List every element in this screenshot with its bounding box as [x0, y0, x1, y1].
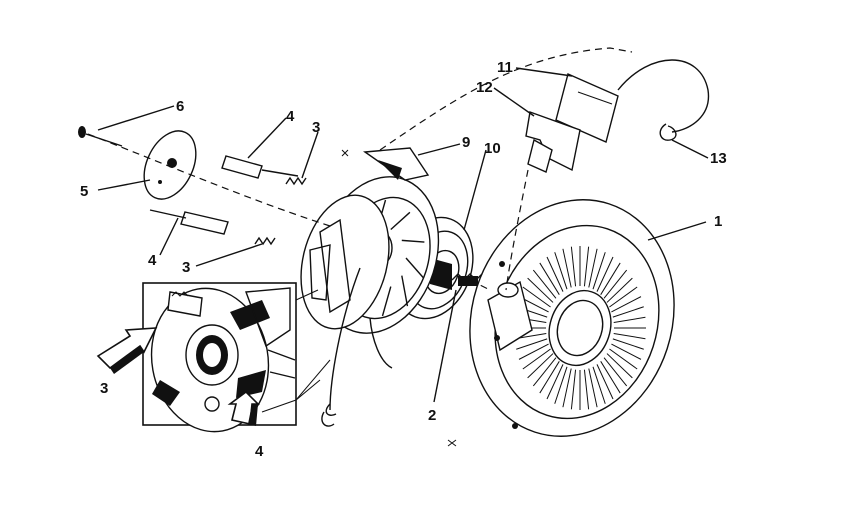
housing-fin [600, 361, 621, 394]
label-13: 13 [710, 150, 727, 167]
housing-fin [522, 286, 551, 308]
housing-fin [539, 361, 560, 394]
housing-fin [609, 348, 638, 370]
housing-fin [527, 353, 554, 379]
label-9: 9 [462, 134, 470, 151]
housing-fin [532, 357, 557, 387]
housing-fin [613, 332, 646, 340]
housing-fin [613, 316, 646, 324]
housing-fin [606, 353, 633, 379]
housing-fin [516, 338, 548, 350]
housing-fin [562, 368, 572, 408]
housing-fin [539, 262, 560, 295]
housing-fin [596, 256, 614, 292]
housing-fin [612, 338, 644, 350]
housing-fin [527, 277, 554, 303]
housing-fin [554, 366, 568, 404]
housing-fin [522, 348, 551, 370]
washer-plate [143, 130, 197, 200]
cup-tooth [381, 286, 392, 317]
housing-fin [518, 343, 549, 360]
pawl-upper [221, 155, 299, 179]
housing-fin [612, 306, 644, 318]
label-10: 10 [484, 140, 501, 157]
leader-lines [97, 67, 709, 447]
pawl-lower [149, 209, 229, 235]
housing-fin [611, 296, 642, 313]
cup-tooth [405, 257, 424, 279]
housing-fin [611, 343, 642, 360]
starter-housing [469, 199, 675, 437]
pawl-spring-upper [285, 176, 307, 186]
housing-fin [588, 248, 598, 288]
housing-fin [603, 357, 628, 387]
housing-fin [546, 256, 564, 292]
cup-tooth [390, 211, 411, 230]
label-1: 1 [714, 213, 722, 230]
housing-fin [592, 252, 606, 290]
blower-plate [300, 194, 390, 330]
label-3-lower: 3 [182, 259, 190, 276]
housing-fin [532, 269, 557, 299]
housing-fin [596, 364, 614, 400]
label-4-lower: 4 [148, 252, 157, 269]
label-6: 6 [176, 98, 184, 115]
housing-fin [588, 368, 598, 408]
center-screw-spring [451, 273, 483, 286]
callout-labels: 1 2 3 3 3 4 4 4 5 6 9 10 11 12 13 [80, 59, 727, 460]
label-3-inset: 3 [100, 380, 108, 397]
label-5: 5 [80, 183, 88, 200]
label-4-upper: 4 [286, 108, 295, 125]
label-4-inset: 4 [255, 443, 264, 460]
housing-fin [603, 269, 628, 299]
cup-tooth [401, 239, 425, 243]
pawl-spring-lower [254, 236, 276, 246]
housing-fin [583, 369, 590, 410]
label-11: 11 [497, 59, 513, 76]
housing-fin [606, 277, 633, 303]
housing-fin [592, 366, 606, 404]
detail-inset [96, 282, 331, 433]
starter-rope [505, 59, 710, 291]
housing-fin [609, 286, 638, 308]
label-12: 12 [476, 79, 493, 96]
housing-fin [562, 248, 572, 288]
housing-fin [546, 364, 564, 400]
housing-fin [600, 262, 621, 295]
label-2: 2 [428, 407, 436, 424]
housing-fin [583, 246, 590, 287]
starter-handle [525, 73, 619, 173]
housing-fin [570, 369, 577, 410]
housing-fin [570, 246, 577, 287]
cup-tooth [401, 275, 409, 307]
label-3-upper: 3 [312, 119, 320, 136]
housing-fin [554, 252, 568, 290]
assembly-lines [87, 47, 633, 427]
